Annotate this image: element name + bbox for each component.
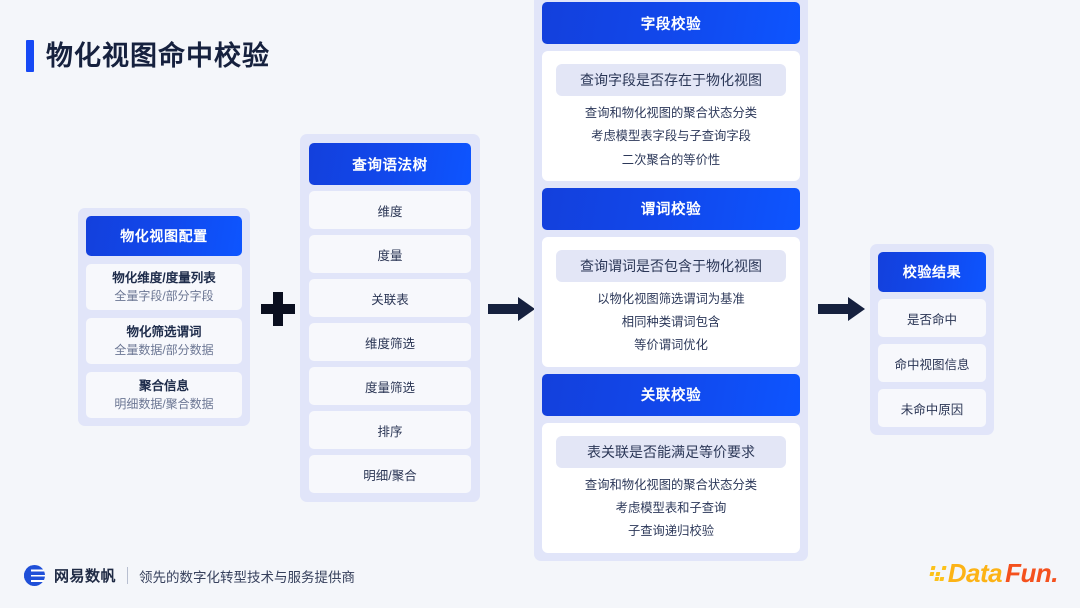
tree-item-dimension-filter[interactable]: 维度筛选 — [309, 323, 471, 361]
validation-header-join-check: 关联校验 — [542, 373, 800, 416]
title-accent-bar — [26, 40, 34, 72]
result-item-label: 未命中原因 — [900, 402, 964, 417]
tree-item-sort[interactable]: 排序 — [309, 411, 471, 449]
config-item-title: 聚合信息 — [138, 378, 189, 393]
tree-item-label: 维度 — [377, 204, 403, 219]
config-item-sub: 全量数据/部分数据 — [114, 342, 214, 357]
validation-detail: 查询和物化视图的聚合状态分类 — [584, 477, 758, 492]
config-item-filter-predicate[interactable]: 物化筛选谓词 全量数据/部分数据 — [86, 318, 242, 364]
config-item-sub: 明细数据/聚合数据 — [114, 396, 214, 411]
footer-tagline: 领先的数字化转型技术与服务提供商 — [139, 569, 356, 585]
card-validation-result: 校验结果 是否命中 命中视图信息 未命中原因 — [870, 244, 994, 435]
result-item-hit-view-info[interactable]: 命中视图信息 — [878, 344, 986, 382]
validation-panel-predicate-check: 查询谓词是否包含于物化视图 以物化视图筛选谓词为基准 相同种类谓词包含 等价谓词… — [542, 236, 800, 367]
result-item-miss-reason[interactable]: 未命中原因 — [878, 389, 986, 427]
validation-question: 表关联是否能满足等价要求 — [556, 435, 786, 468]
tree-item-join-table[interactable]: 关联表 — [309, 279, 471, 317]
result-item-label: 命中视图信息 — [894, 357, 970, 372]
arrow-right-icon — [488, 296, 536, 322]
config-item-dimension-measure-list[interactable]: 物化维度/度量列表 全量字段/部分字段 — [86, 264, 242, 310]
tree-item-label: 度量 — [377, 248, 403, 263]
tree-item-label: 度量筛选 — [364, 380, 415, 395]
datafun-dots-icon — [928, 565, 947, 581]
validation-detail: 等价谓词优化 — [634, 338, 708, 353]
validation-detail: 以物化视图筛选谓词为基准 — [597, 291, 745, 306]
validation-question: 查询字段是否存在于物化视图 — [556, 64, 786, 96]
tree-item-measure-filter[interactable]: 度量筛选 — [309, 367, 471, 405]
datafun-text-data: Data — [947, 558, 1003, 588]
card-query-syntax-tree: 查询语法树 维度 度量 关联表 维度筛选 度量筛选 排序 明细/聚合 — [300, 134, 480, 502]
tree-item-label: 明细/聚合 — [363, 468, 417, 483]
validation-panel-field-check: 查询字段是否存在于物化视图 查询和物化视图的聚合状态分类 考虑模型表字段与子查询… — [542, 51, 800, 181]
datafun-text-fun: Fun. — [1005, 558, 1058, 588]
footer-divider — [127, 567, 129, 584]
validation-question: 查询谓词是否包含于物化视图 — [556, 249, 786, 282]
tree-item-detail-aggregate[interactable]: 明细/聚合 — [309, 455, 471, 493]
validation-header-field-check: 字段校验 — [542, 2, 800, 44]
plus-icon — [261, 292, 295, 326]
config-item-sub: 全量字段/部分字段 — [114, 288, 214, 303]
validation-detail: 相同种类谓词包含 — [621, 315, 721, 330]
page-title-text: 物化视图命中校验 — [46, 40, 270, 71]
config-item-aggregation-info[interactable]: 聚合信息 明细数据/聚合数据 — [86, 372, 242, 418]
tree-item-label: 排序 — [377, 424, 403, 439]
validation-panel-join-check: 表关联是否能满足等价要求 查询和物化视图的聚合状态分类 考虑模型表和子查询 子查… — [542, 422, 800, 553]
card-config-header: 物化视图配置 — [86, 216, 242, 256]
validation-detail: 考虑模型表和子查询 — [615, 501, 727, 516]
card-tree-header: 查询语法树 — [309, 143, 471, 185]
validation-detail: 二次聚合的等价性 — [621, 152, 721, 167]
validation-detail: 子查询递归校验 — [627, 524, 715, 539]
footer-branding: 网易数帆 领先的数字化转型技术与服务提供商 — [24, 565, 355, 586]
tree-item-dimension[interactable]: 维度 — [309, 191, 471, 229]
arrow-right-icon — [818, 296, 866, 322]
card-validation-column: 字段校验 查询字段是否存在于物化视图 查询和物化视图的聚合状态分类 考虑模型表字… — [534, 0, 808, 561]
tree-item-measure[interactable]: 度量 — [309, 235, 471, 273]
tree-item-label: 关联表 — [371, 292, 409, 307]
card-result-header: 校验结果 — [878, 252, 986, 292]
config-item-title: 物化筛选谓词 — [126, 324, 202, 339]
netease-sphere-icon — [24, 565, 45, 586]
validation-detail: 查询和物化视图的聚合状态分类 — [584, 106, 758, 120]
validation-header-predicate-check: 谓词校验 — [542, 187, 800, 230]
footer-brand-name: 网易数帆 — [54, 568, 117, 585]
result-item-label: 是否命中 — [906, 312, 957, 327]
card-materialized-view-config: 物化视图配置 物化维度/度量列表 全量字段/部分字段 物化筛选谓词 全量数据/部… — [78, 208, 250, 426]
result-item-is-hit[interactable]: 是否命中 — [878, 299, 986, 337]
validation-detail: 考虑模型表字段与子查询字段 — [591, 129, 751, 144]
page-title: 物化视图命中校验 — [26, 40, 270, 72]
config-item-title: 物化维度/度量列表 — [112, 270, 216, 285]
tree-item-label: 维度筛选 — [364, 336, 415, 351]
